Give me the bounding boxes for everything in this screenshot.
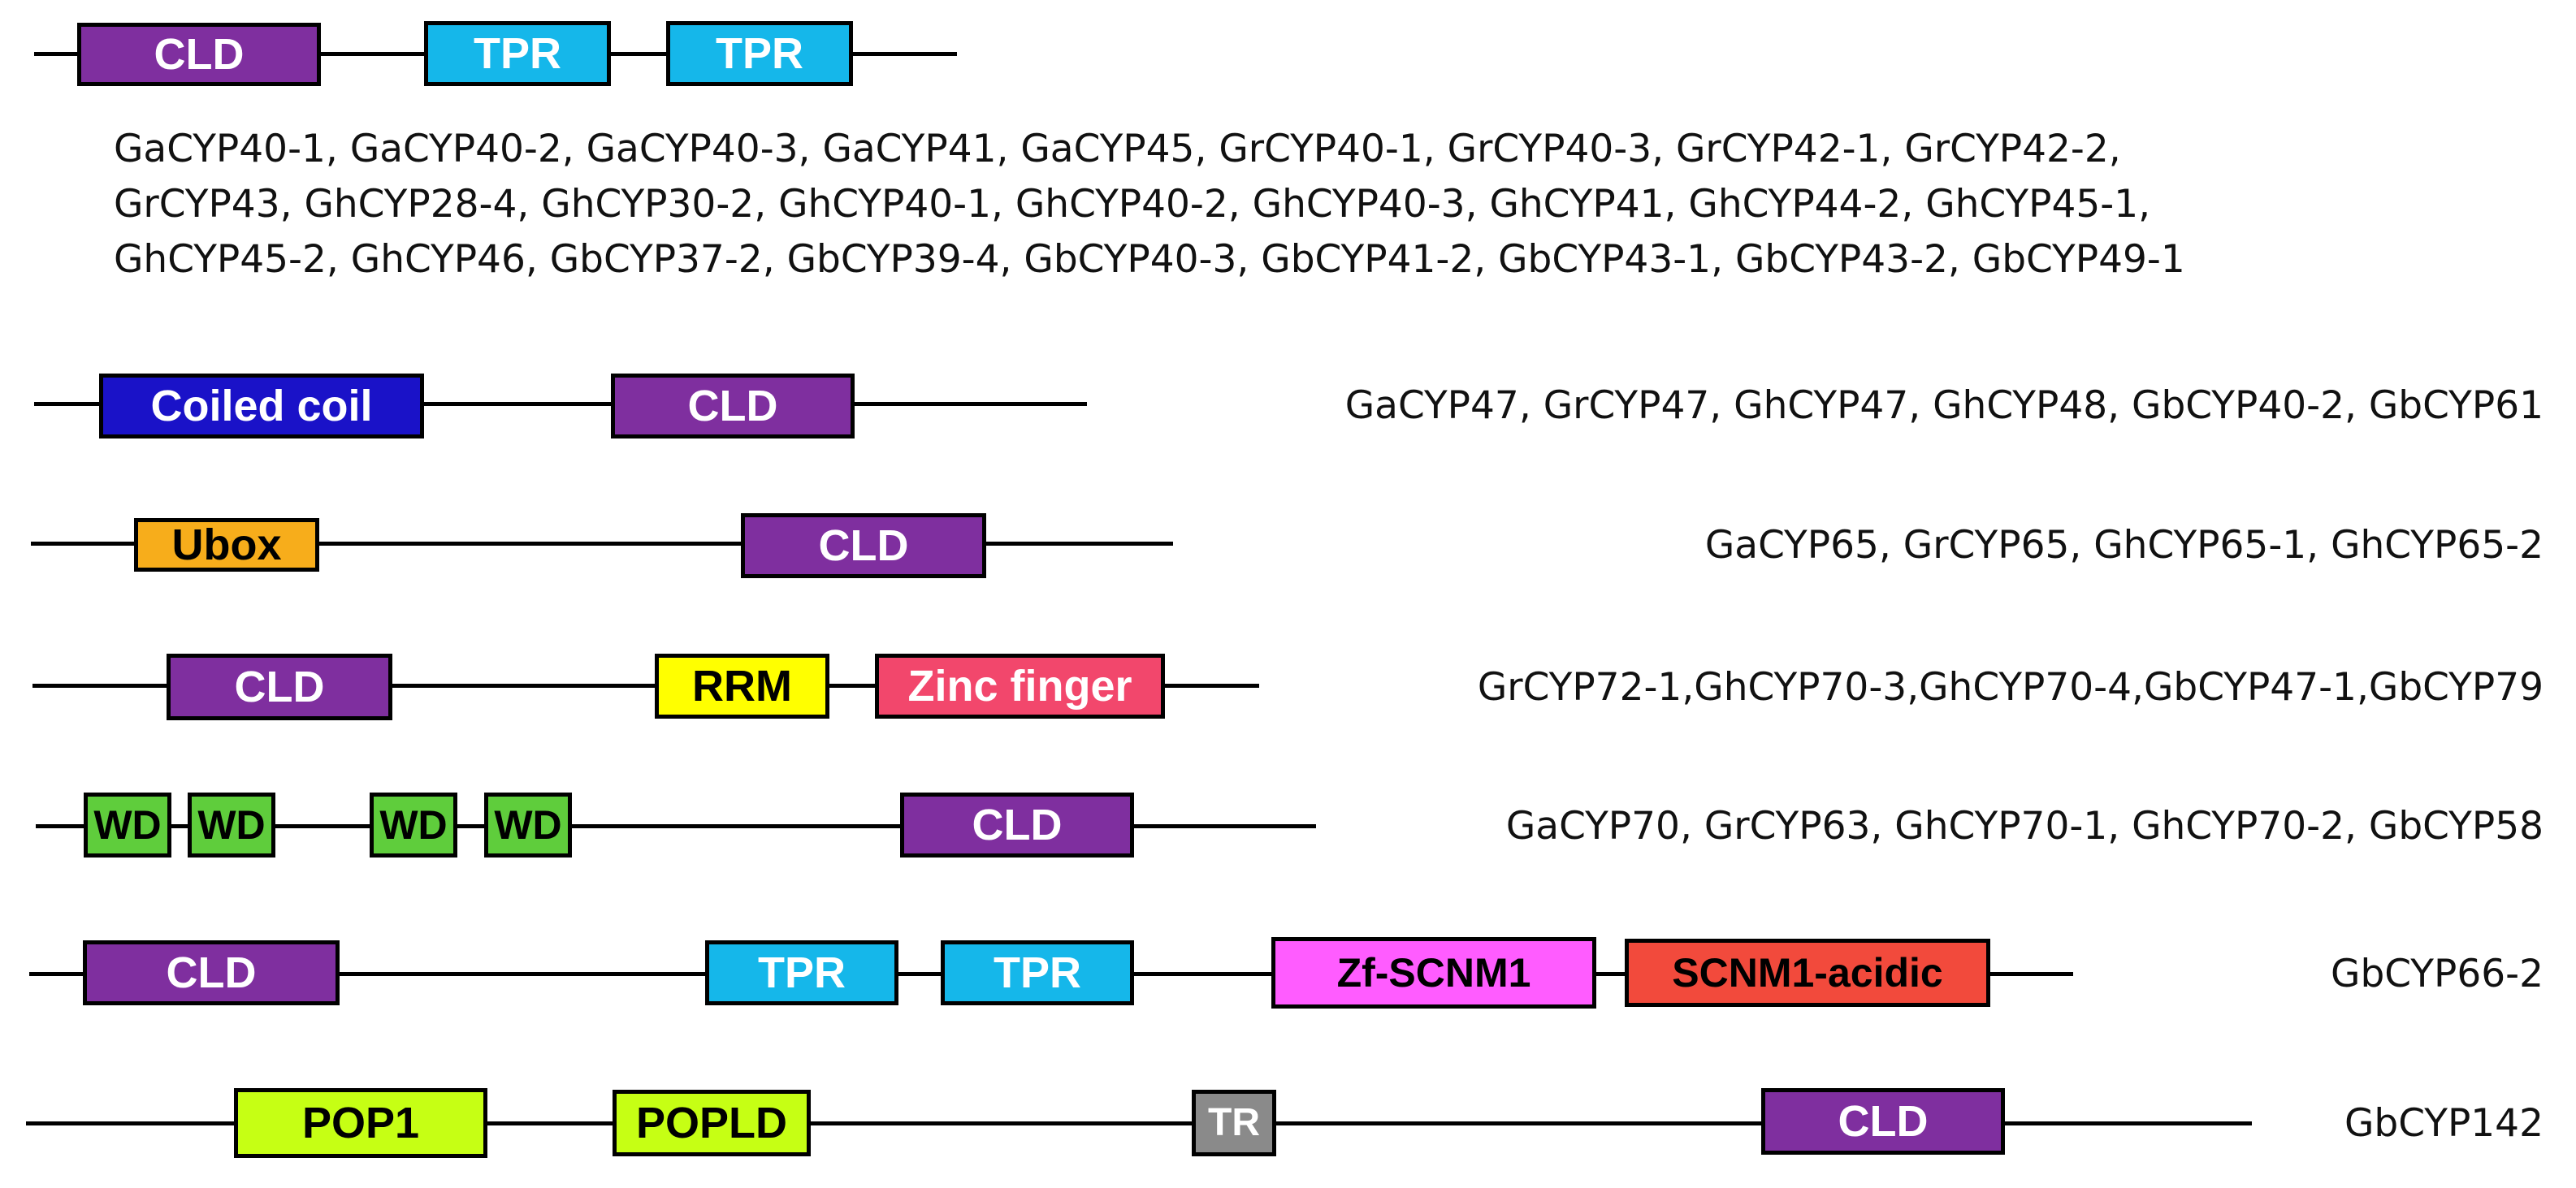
architecture-row-6: CLD TPR TPR Zf-SCNM1 SCNM1-acidic GbCYP6… [0, 934, 2576, 1031]
domain-wd: WD [84, 793, 171, 858]
architecture-row-1: CLD TPR TPR GaCYP40-1, GaCYP40-2, GaCYP4… [0, 0, 2576, 282]
protein-backbone-line [31, 542, 1173, 546]
member-list: GaCYP70, GrCYP63, GhCYP70-1, GhCYP70-2, … [1505, 804, 2544, 849]
domain-ubox: Ubox [134, 518, 319, 572]
domain-tpr: TPR [666, 21, 853, 86]
member-list-line: GrCYP43, GhCYP28-4, GhCYP30-2, GhCYP40-1… [114, 182, 2151, 227]
member-list: GbCYP66-2 [2331, 952, 2544, 996]
domain-cld: CLD [167, 654, 392, 720]
domain-rrm: RRM [655, 654, 829, 719]
domain-scnm1-acidic: SCNM1-acidic [1625, 939, 1990, 1007]
domain-tpr: TPR [424, 21, 611, 86]
domain-coiled-coil: Coiled coil [99, 374, 424, 438]
domain-cld: CLD [77, 23, 321, 86]
protein-backbone-line [26, 1121, 2252, 1125]
protein-backbone-line [34, 402, 1087, 406]
domain-wd: WD [188, 793, 275, 858]
member-list: GrCYP72-1,GhCYP70-3,GhCYP70-4,GbCYP47-1,… [1477, 665, 2544, 710]
member-list: GaCYP40-1, GaCYP40-2, GaCYP40-3, GaCYP41… [114, 122, 2185, 287]
domain-zf-scnm1: Zf-SCNM1 [1271, 937, 1596, 1009]
domain-cld: CLD [741, 513, 986, 578]
domain-zinc-finger: Zinc finger [875, 654, 1165, 719]
member-list-line: GaCYP40-1, GaCYP40-2, GaCYP40-3, GaCYP41… [114, 127, 2121, 171]
protein-backbone-line [32, 684, 1259, 688]
architecture-row-2: Coiled coil CLD GaCYP47, GrCYP47, GhCYP4… [0, 357, 2576, 455]
domain-cld: CLD [900, 793, 1134, 858]
member-list: GaCYP65, GrCYP65, GhCYP65-1, GhCYP65-2 [1704, 523, 2544, 568]
domain-cld: CLD [611, 374, 855, 438]
domain-tpr: TPR [941, 940, 1134, 1005]
domain-cld: CLD [83, 940, 340, 1005]
protein-backbone-line [36, 824, 1316, 828]
domain-wd: WD [484, 793, 572, 858]
domain-popld: POPLD [613, 1090, 811, 1156]
architecture-row-7: POP1 POPLD TR CLD GbCYP142 [0, 1080, 2576, 1177]
architecture-row-3: Ubox CLD GaCYP65, GrCYP65, GhCYP65-1, Gh… [0, 495, 2576, 593]
architecture-row-4: CLD RRM Zinc finger GrCYP72-1,GhCYP70-3,… [0, 637, 2576, 735]
domain-pop1: POP1 [234, 1088, 487, 1158]
member-list: GbCYP142 [2344, 1101, 2544, 1146]
member-list: GaCYP47, GrCYP47, GhCYP47, GhCYP48, GbCY… [1344, 383, 2544, 428]
domain-wd: WD [370, 793, 457, 858]
member-list-line: GhCYP45-2, GhCYP46, GbCYP37-2, GbCYP39-4… [114, 237, 2185, 282]
domain-tr: TR [1192, 1090, 1276, 1156]
architecture-row-5: WD WD WD WD CLD GaCYP70, GrCYP63, GhCYP7… [0, 780, 2576, 877]
domain-tpr: TPR [705, 940, 898, 1005]
domain-cld: CLD [1761, 1088, 2005, 1155]
